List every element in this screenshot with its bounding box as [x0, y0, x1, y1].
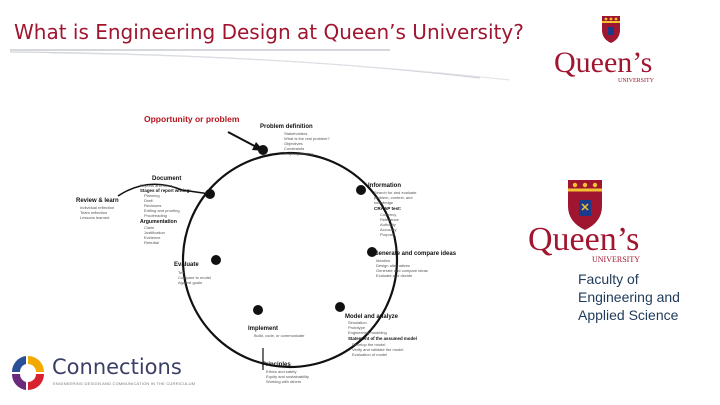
argumentation-item: Evidence [144, 235, 161, 240]
problem-definition-title: Problem definition [260, 124, 313, 130]
queens-wordmark-main: Queen’s [528, 221, 639, 258]
model-item: Evaluation of model [352, 352, 387, 357]
connections-logo [11, 356, 44, 390]
problem-definition-item: What is the real problem? [284, 136, 330, 141]
information-item: Authority [380, 222, 396, 227]
node-evaluate [211, 255, 221, 265]
information-item: Relevance [380, 217, 400, 222]
review-item: Individual reflection [80, 205, 114, 210]
node-model [335, 302, 345, 312]
information-item: Search for and evaluate [374, 190, 417, 195]
evaluate-item: Compare to model [178, 275, 211, 280]
information-item: problem, context, and [374, 195, 412, 200]
information-item: knowledge [374, 200, 394, 205]
argumentation-item: Rebuttal [144, 240, 159, 245]
review-item: Lessons learned [80, 215, 109, 220]
model-item: Simulation [348, 320, 367, 325]
queens-crest-large-icon [568, 180, 602, 230]
principles-title: Principles [262, 362, 291, 368]
problem-definition-item: Stakeholders [284, 131, 307, 136]
generate-title: Generate and compare ideas [374, 251, 457, 257]
implement-item: Build, code, or communicate [254, 333, 305, 338]
information-item: CRAAP test: [374, 206, 402, 211]
model-item: Engineering modeling [348, 330, 387, 335]
slide-title: What is Engineering Design at Queen’s Un… [14, 20, 524, 44]
generate-item: Evaluate and decide [376, 273, 413, 278]
connections-tagline: ENGINEERING DESIGN AND COMMUNICATION IN … [53, 381, 196, 386]
design-process-diagram: Opportunity or problem Problem definitio… [76, 114, 457, 384]
review-title: Review & learn [76, 198, 119, 204]
document-item: Stages of report writing: [140, 188, 191, 193]
model-title: Model and analyze [345, 314, 399, 320]
title-rule [10, 49, 511, 81]
document-title: Document [152, 176, 181, 182]
design-cycle-circle [181, 151, 399, 369]
review-branch [117, 183, 211, 197]
model-item: Verify and validate the model [352, 347, 403, 352]
argumentation-item: Justification [144, 230, 165, 235]
information-item: Accuracy [380, 227, 396, 232]
argumentation-title: Argumentation [140, 219, 177, 225]
information-item: Currency [380, 212, 396, 217]
generate-item: Generate and compare ideas [376, 268, 428, 273]
document-item: Proofreading [144, 213, 167, 218]
opportunity-arrow-head-icon [252, 142, 264, 151]
information-title: Information [368, 183, 401, 189]
review-item: Team reflection [80, 210, 107, 215]
opportunity-label: Opportunity or problem [144, 114, 240, 124]
queens-crest-icon [602, 16, 620, 43]
document-item: Editing and proofing [144, 208, 180, 213]
generate-item: Ideation [376, 258, 390, 263]
queens-university-main: UNIVERSITY [592, 255, 640, 264]
document-item: Draft [144, 198, 154, 203]
argumentation-item: Claim [144, 225, 155, 230]
queens-logo-top: Queen’s UNIVERSITY [554, 16, 655, 84]
implement-title: Implement [248, 326, 278, 332]
generate-item: Design alternatives [376, 263, 410, 268]
principles-item: Working with others [266, 379, 301, 384]
faculty-line-1: Faculty of [578, 271, 639, 287]
model-item: Statement of the assumed model [348, 336, 417, 341]
queens-logo-main: Queen’s UNIVERSITY [528, 180, 640, 264]
document-item: Reports and notes [140, 183, 173, 188]
information-item: Purpose [380, 232, 396, 237]
principles-item: Ethics and safety [266, 369, 296, 374]
model-item: Develop the model [352, 342, 385, 347]
faculty-line-2: Engineering and [578, 289, 680, 305]
queens-university-top: UNIVERSITY [618, 78, 655, 84]
connections-wordmark: Connections [52, 355, 182, 379]
node-generate [367, 247, 377, 257]
faculty-name: Faculty of Engineering and Applied Scien… [578, 270, 680, 324]
principles-item: Equity and sustainability [266, 374, 309, 379]
evaluate-item: Test [178, 270, 186, 275]
problem-definition-item: Constraints [284, 146, 304, 151]
document-item: Revisions [144, 203, 161, 208]
queens-wordmark-top: Queen’s [554, 46, 652, 79]
problem-definition-item: Objectives [284, 141, 303, 146]
node-information [356, 185, 366, 195]
connections-mark-icon [11, 356, 44, 390]
node-implement [253, 305, 263, 315]
faculty-line-3: Applied Science [578, 307, 679, 323]
model-item: Prototype [348, 325, 366, 330]
evaluate-item: Against goals [178, 280, 202, 285]
evaluate-title: Evaluate [174, 262, 199, 268]
document-item: Planning [144, 193, 160, 198]
problem-definition-item: Project planning [284, 151, 313, 156]
